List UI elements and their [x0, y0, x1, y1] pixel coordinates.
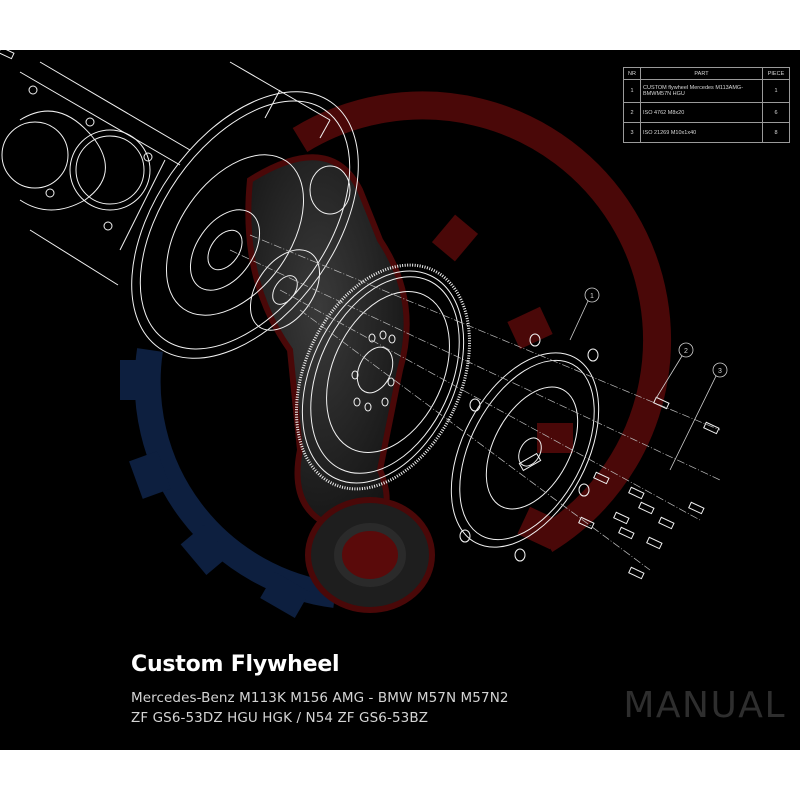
bolt-set: [0, 50, 720, 580]
logo-gear-red-icon: [292, 91, 672, 552]
header-piece: PIECE: [762, 67, 790, 80]
engine-block-outline: [1, 61, 331, 286]
exploded-drawing: 1 2 3: [0, 50, 728, 618]
parts-table: NR PART PIECE 1 CUSTOM flywheel Mercedes…: [623, 67, 790, 143]
callout-2: 2: [684, 348, 688, 355]
adapter-plate: [450, 333, 600, 562]
row-nr: 1: [623, 79, 641, 103]
callouts: [569, 287, 728, 471]
parts-table-header: NR PART PIECE: [623, 67, 790, 80]
row-nr: 2: [623, 102, 641, 123]
flywheel-ring-gear: [294, 263, 472, 491]
table-row: 2 ISO 4762 M8x20 6: [623, 102, 790, 123]
table-row: 1 CUSTOM flywheel Mercedes M113AMG-BMWM5…: [623, 79, 790, 103]
header-part: PART: [640, 67, 763, 80]
callout-1: 1: [590, 293, 594, 300]
manual-badge: MANUAL: [623, 685, 786, 726]
row-piece: 6: [762, 102, 790, 123]
product-subtitle-line1: Mercedes-Benz M113K M156 AMG - BMW M57N …: [131, 690, 509, 706]
table-row: 3 ISO 21269 M10x1x40 8: [623, 122, 790, 143]
row-piece: 8: [762, 122, 790, 143]
bellhousing-outline: [131, 91, 359, 359]
product-title: Custom Flywheel: [131, 652, 340, 677]
header-nr: NR: [623, 67, 641, 80]
row-nr: 3: [623, 122, 641, 143]
logo-connecting-rod-icon: [245, 154, 435, 613]
assembly-axis-lines: [229, 234, 721, 571]
logo-gear-blue-icon: [120, 348, 337, 618]
row-piece: 1: [762, 79, 790, 103]
row-part: ISO 21269 M10x1x40: [640, 122, 763, 143]
row-part: ISO 4762 M8x20: [640, 102, 763, 123]
product-subtitle-line2: ZF GS6-53DZ HGU HGK / N54 ZF GS6-53BZ: [131, 710, 429, 726]
row-part: CUSTOM flywheel Mercedes M113AMG-BMWM57N…: [640, 79, 763, 103]
product-banner: 1 2 3 NR PART PIECE 1 CUSTOM flywheel Me…: [0, 50, 800, 750]
callout-3: 3: [718, 368, 722, 375]
